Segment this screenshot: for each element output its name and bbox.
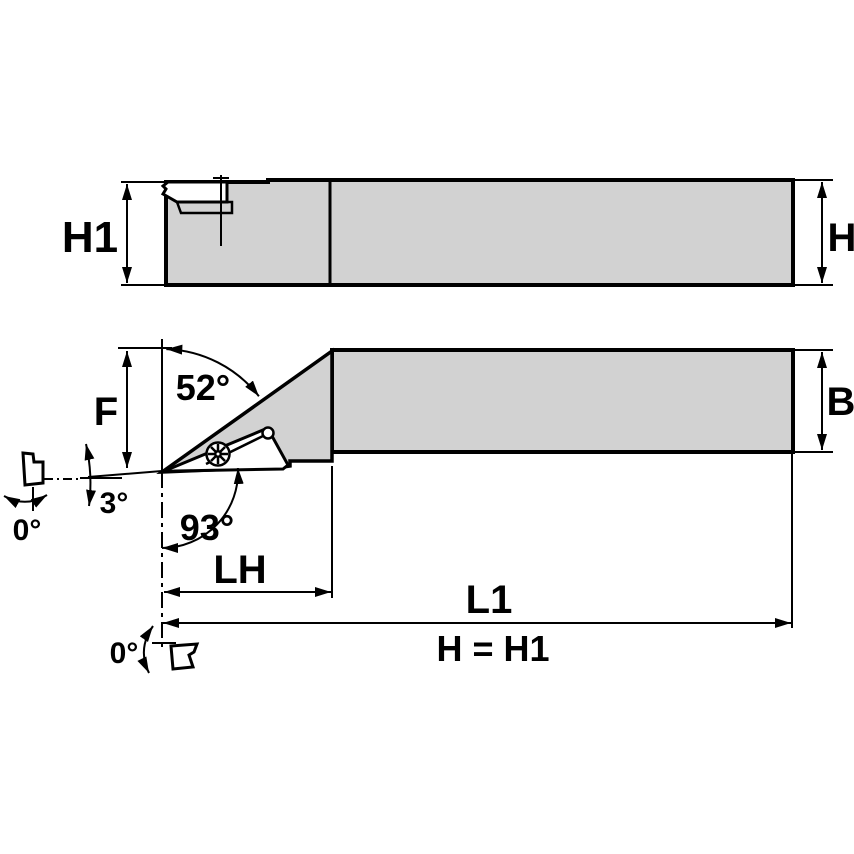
angle-arc-0-left [3, 494, 48, 509]
dim-label-b: B [827, 380, 854, 424]
top-view: H1 H [62, 175, 854, 287]
angle-label-0-left: 0° [13, 514, 42, 547]
angle-arc-3 [84, 443, 97, 507]
dim-label-h: H [828, 216, 854, 260]
insert-section-left [21, 451, 45, 487]
insert-section-bottom [169, 642, 200, 671]
insert-corner-circle [261, 426, 275, 440]
angle-label-93: 93° [180, 507, 234, 548]
angle-arc-0-bottom [137, 625, 154, 674]
dim-label-h1: H1 [62, 213, 118, 262]
front-view-shank [330, 348, 795, 454]
incline-edge-line [87, 470, 163, 478]
front-view: F 52° 93° 3° 0° LH L1 H = H1 0° [3, 339, 854, 674]
angle-arc-52 [166, 344, 260, 397]
dim-label-f: F [94, 390, 118, 434]
angle-arc-93 [161, 467, 244, 553]
angle-label-0-bottom: 0° [110, 637, 139, 670]
top-view-body [164, 178, 795, 287]
top-view-insert [160, 180, 229, 204]
dim-label-lh: LH [213, 548, 266, 592]
angle-label-3: 3° [100, 487, 129, 520]
top-view-pocket-band [175, 200, 234, 215]
dim-label-h-eq-h1: H = H1 [436, 628, 549, 669]
angle-label-52: 52° [176, 367, 230, 408]
clamp-screw-icon [205, 441, 231, 467]
dim-label-l1: L1 [466, 578, 513, 622]
